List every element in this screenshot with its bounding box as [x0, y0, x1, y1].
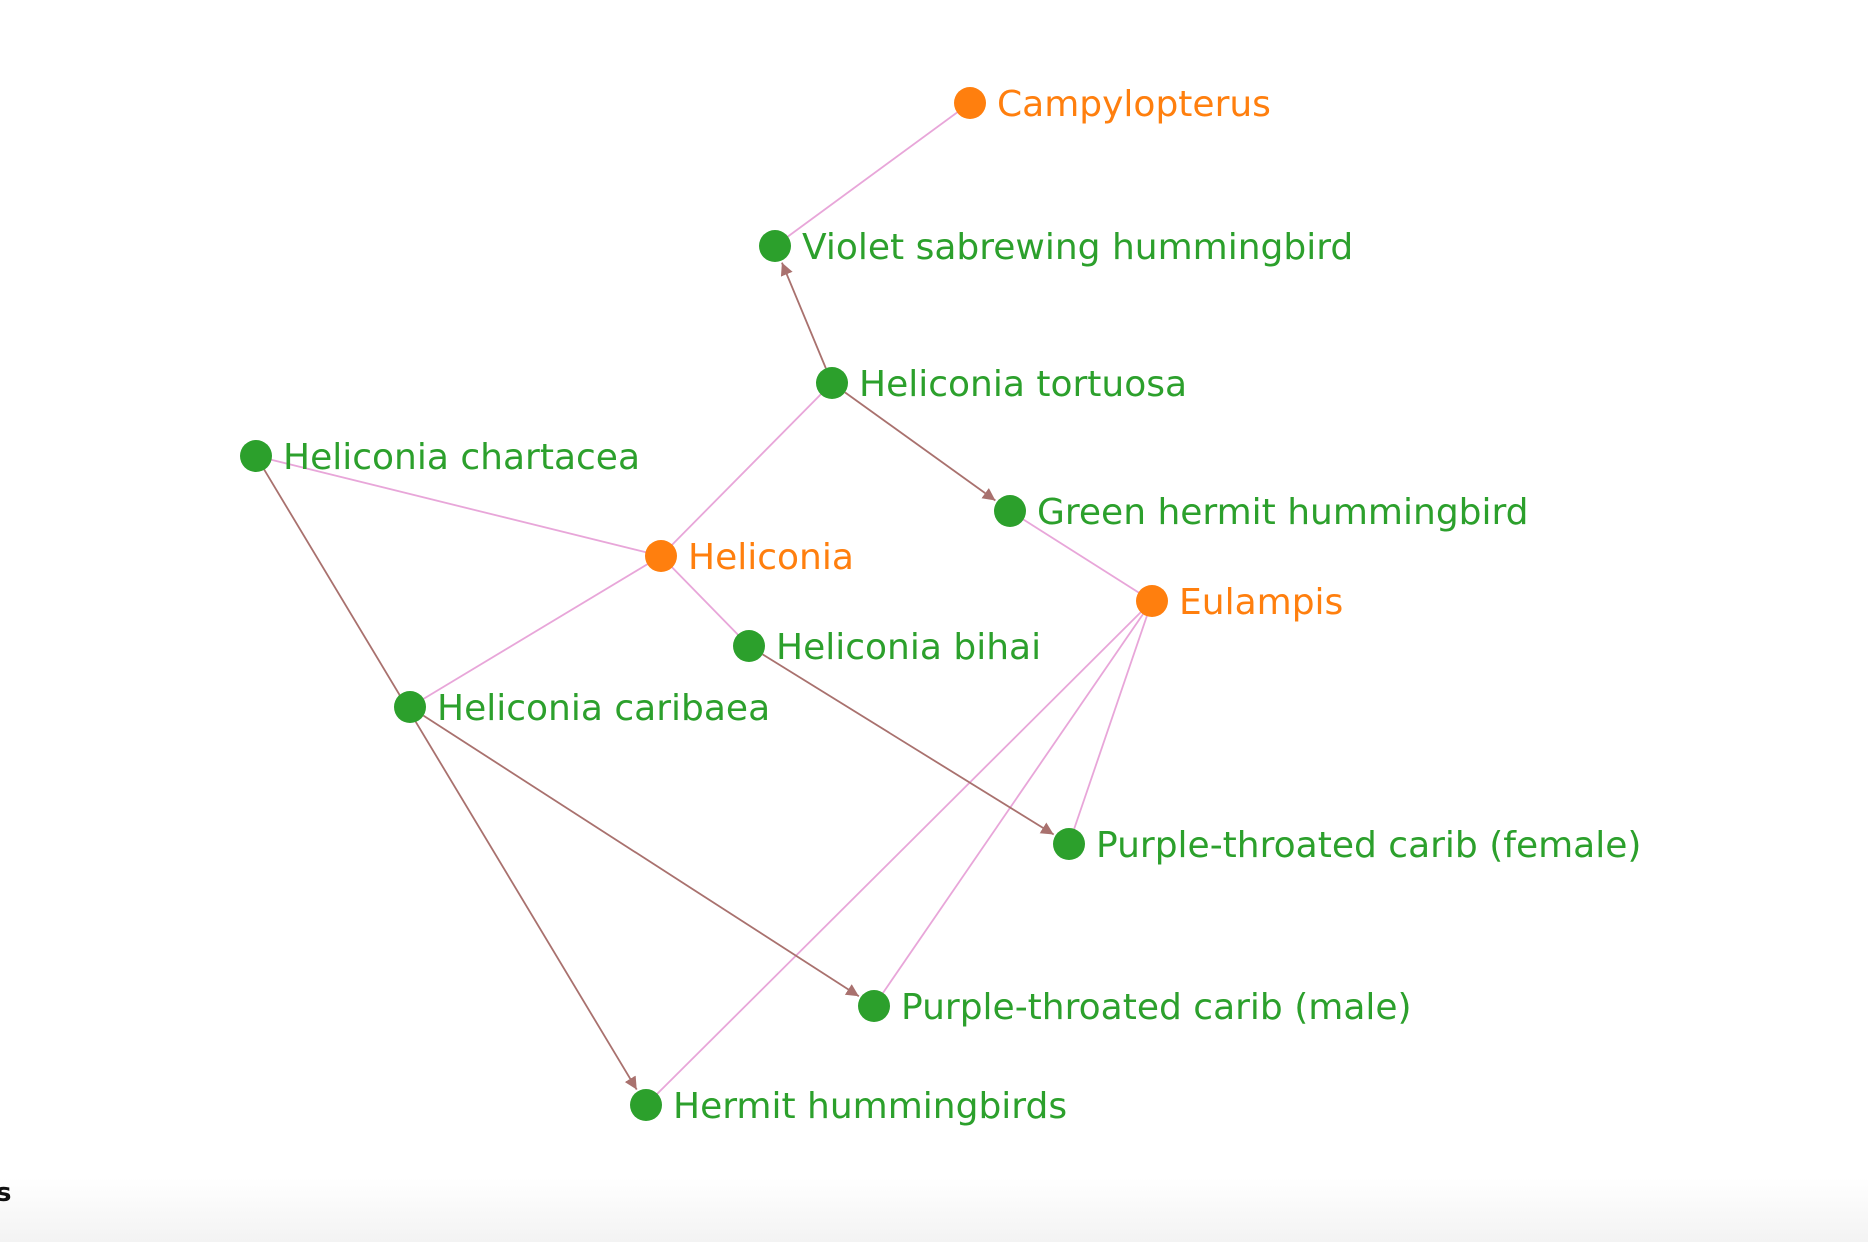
- node-dot[interactable]: [1136, 585, 1168, 617]
- node-heliconia-caribaea[interactable]: Heliconia caribaea: [394, 688, 770, 729]
- node-dot[interactable]: [759, 230, 791, 262]
- node-dot[interactable]: [630, 1089, 662, 1121]
- node-heliconia[interactable]: Heliconia: [645, 537, 854, 578]
- node-violet-sabrewing[interactable]: Violet sabrewing hummingbird: [759, 227, 1353, 268]
- node-dot[interactable]: [240, 440, 272, 472]
- node-dot[interactable]: [858, 990, 890, 1022]
- node-heliconia-tortuosa[interactable]: Heliconia tortuosa: [816, 364, 1187, 405]
- node-campylopterus[interactable]: Campylopterus: [954, 84, 1271, 125]
- membership-edge-eulampis-green_hermit: [1009, 510, 1153, 602]
- node-label: Heliconia bihai: [776, 627, 1041, 668]
- footer-bar: [0, 1178, 1868, 1242]
- node-dot[interactable]: [954, 87, 986, 119]
- membership-edge-heliconia-heliconia_bihai: [660, 555, 750, 647]
- node-label: Purple-throated carib (female): [1096, 825, 1641, 866]
- node-label: Heliconia tortuosa: [859, 364, 1187, 405]
- directed-edge-heliconia_chartacea-to-hermit_hummingbirds: [263, 469, 638, 1091]
- node-heliconia-bihai[interactable]: Heliconia bihai: [733, 627, 1041, 668]
- node-label: Heliconia: [688, 537, 854, 578]
- node-dot[interactable]: [394, 691, 426, 723]
- node-label: Violet sabrewing hummingbird: [802, 227, 1353, 268]
- node-ptc-female[interactable]: Purple-throated carib (female): [1053, 825, 1641, 866]
- node-green-hermit[interactable]: Green hermit hummingbird: [994, 492, 1529, 533]
- membership-edge-heliconia-heliconia_caribaea: [409, 555, 662, 708]
- edge-layer: [255, 102, 1153, 1106]
- node-label: Eulampis: [1179, 582, 1343, 623]
- membership-edge-eulampis-ptc_female: [1068, 600, 1153, 845]
- directed-edge-heliconia_caribaea-to-ptc_male: [422, 714, 860, 998]
- node-label: Purple-throated carib (male): [901, 987, 1412, 1028]
- directed-edge-heliconia_tortuosa-to-green_hermit: [844, 391, 996, 502]
- node-dot[interactable]: [733, 630, 765, 662]
- node-dot[interactable]: [816, 367, 848, 399]
- node-label: Heliconia caribaea: [437, 688, 770, 729]
- node-ptc-male[interactable]: Purple-throated carib (male): [858, 987, 1412, 1028]
- footer-fragment-text: s: [0, 1178, 12, 1208]
- node-dot[interactable]: [994, 495, 1026, 527]
- membership-edge-campylopterus-violet_sabrewing: [774, 102, 971, 247]
- membership-edge-eulampis-ptc_male: [873, 600, 1153, 1007]
- node-label: Green hermit hummingbird: [1037, 492, 1529, 533]
- node-label: Hermit hummingbirds: [673, 1086, 1067, 1127]
- node-dot[interactable]: [1053, 828, 1085, 860]
- node-dot[interactable]: [645, 540, 677, 572]
- directed-edge-heliconia_bihai-to-ptc_female: [762, 653, 1055, 836]
- membership-edge-heliconia-heliconia_tortuosa: [660, 382, 833, 557]
- membership-edge-heliconia-heliconia_chartacea: [255, 455, 662, 557]
- directed-edge-heliconia_tortuosa-to-violet_sabrewing: [780, 262, 827, 369]
- node-eulampis[interactable]: Eulampis: [1136, 582, 1343, 623]
- node-heliconia-chartacea[interactable]: Heliconia chartacea: [240, 437, 640, 478]
- node-label: Heliconia chartacea: [283, 437, 640, 478]
- node-hermit-hummingbirds[interactable]: Hermit hummingbirds: [630, 1086, 1067, 1127]
- node-label: Campylopterus: [997, 84, 1271, 125]
- membership-edge-eulampis-hermit_hummingbirds: [645, 600, 1153, 1106]
